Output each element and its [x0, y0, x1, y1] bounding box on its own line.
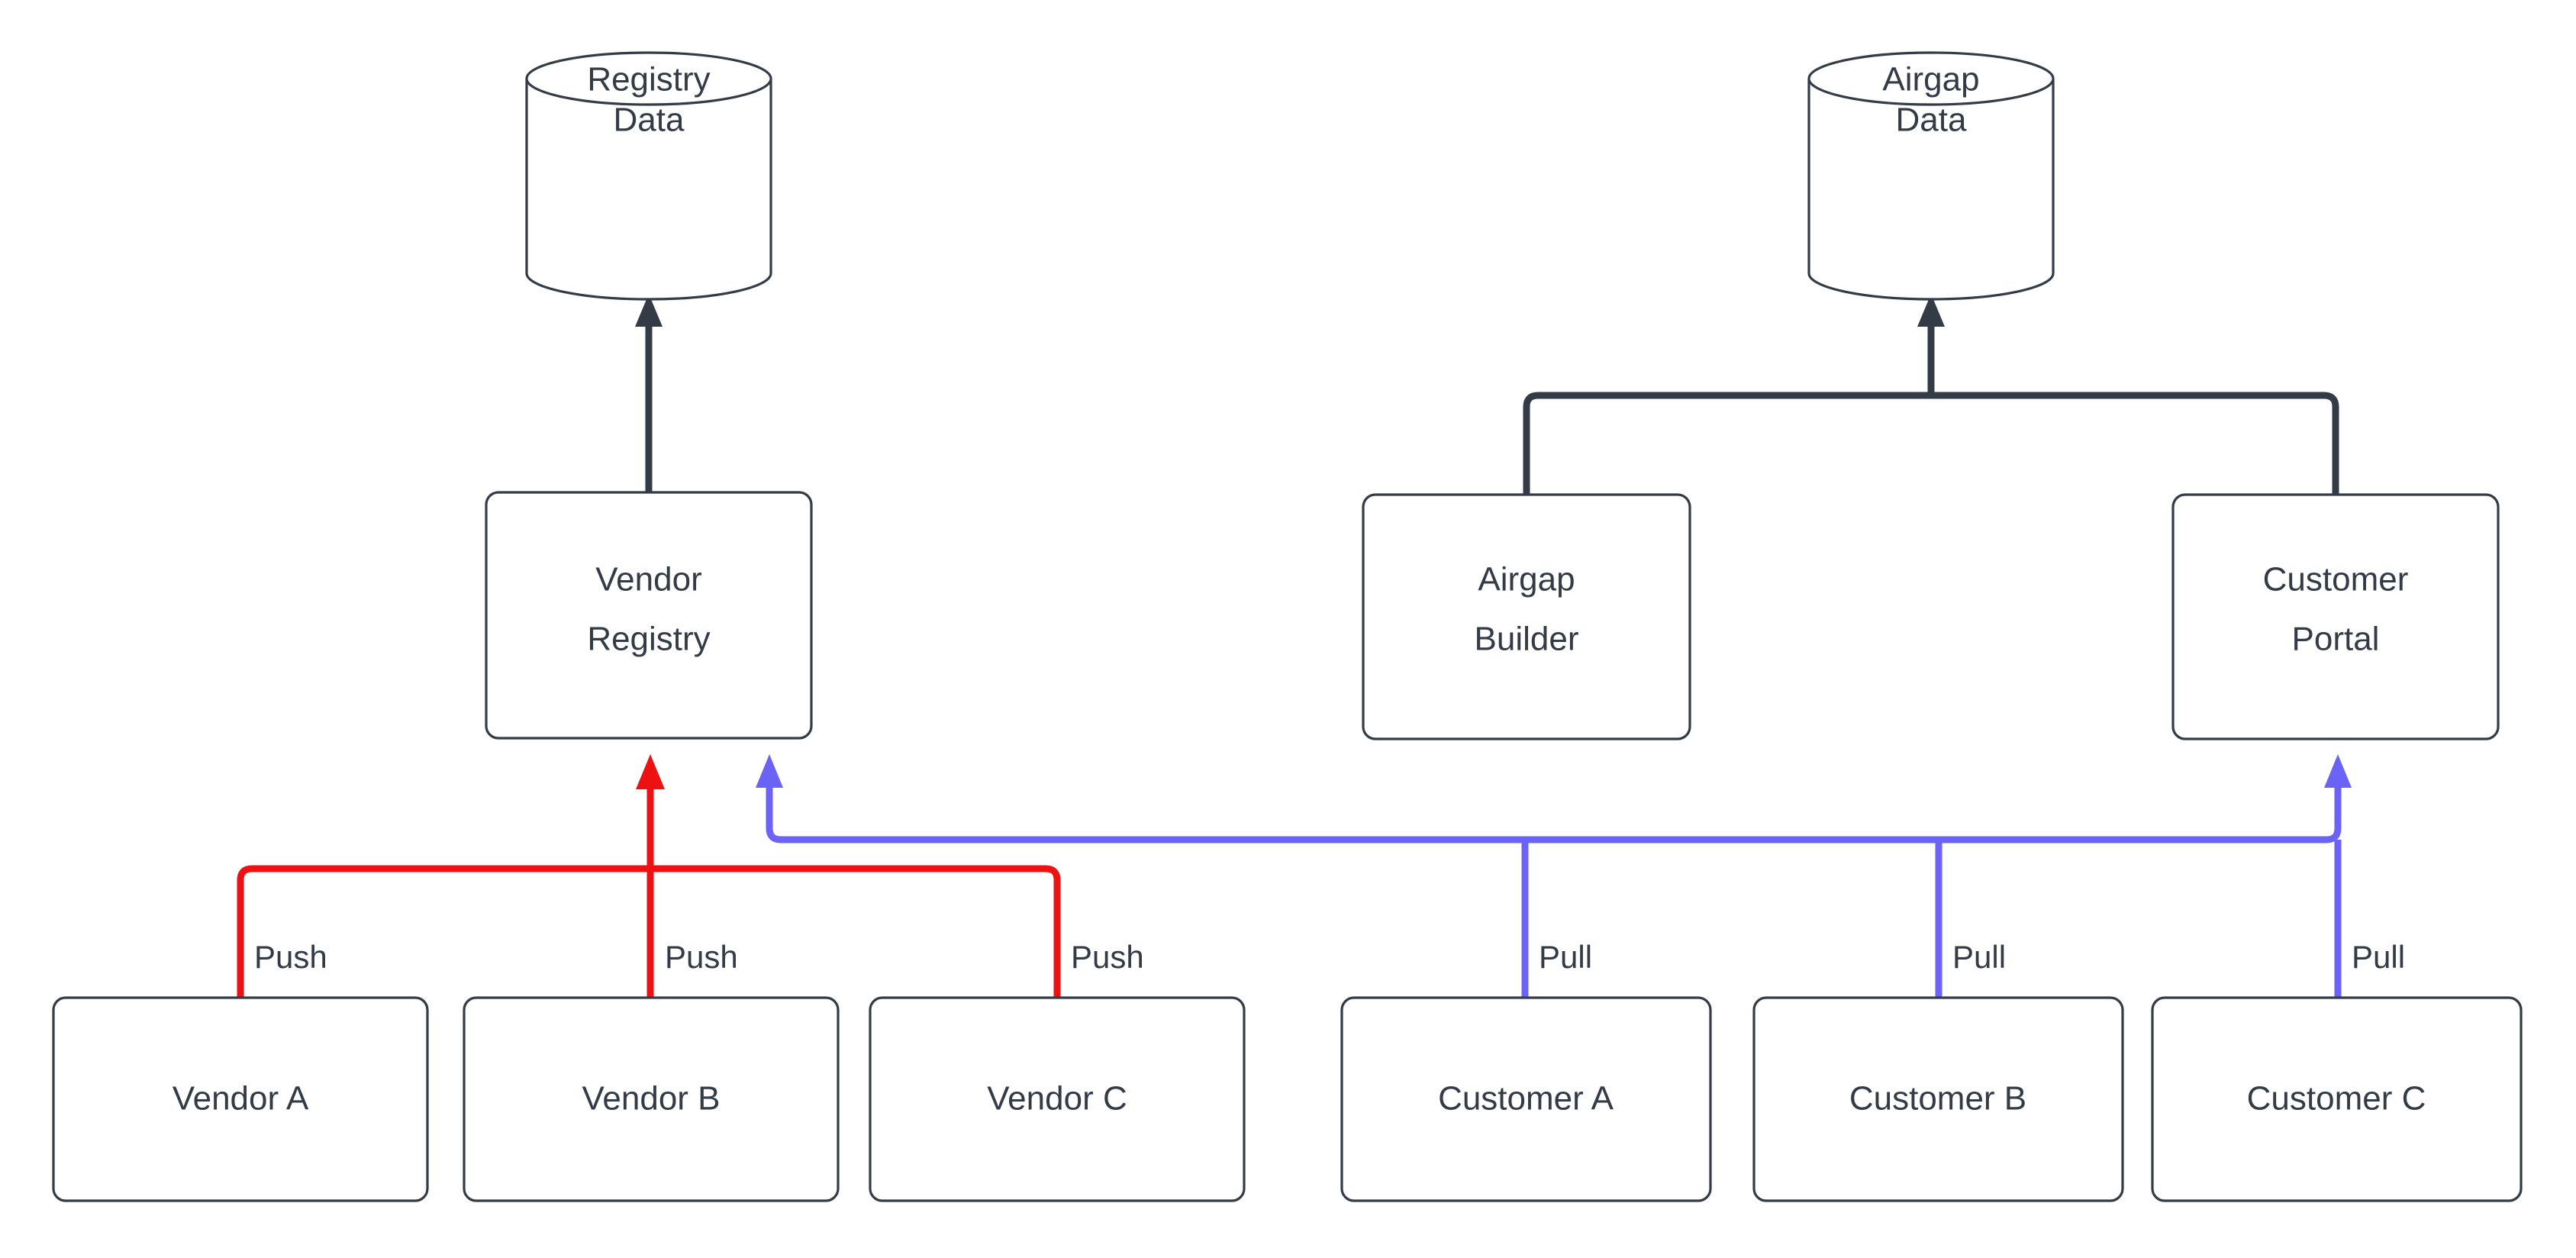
cylinder-body — [1807, 79, 2055, 301]
node-customer-b[interactable]: Customer B — [1752, 996, 2124, 1202]
edge-label-pull-customer-a: Pull — [1539, 939, 1592, 975]
node-customer-a[interactable]: Customer A — [1340, 996, 1712, 1202]
node-label-line1: Airgap — [1478, 561, 1575, 598]
node-rect — [869, 996, 1246, 1202]
node-vendor-c[interactable]: Vendor C — [869, 996, 1246, 1202]
arrowhead-up-icon — [2324, 754, 2352, 788]
cylinder-body — [525, 79, 772, 301]
node-rect — [2151, 996, 2523, 1202]
arrowhead-up-icon — [635, 294, 663, 327]
node-label: Vendor B — [582, 1080, 720, 1118]
node-vendor-a[interactable]: Vendor A — [52, 996, 429, 1202]
node-rect — [463, 996, 840, 1202]
edge-label-pull-customer-b: Pull — [1952, 939, 2006, 975]
node-label-line2: Builder — [1475, 621, 1579, 658]
node-label-line1: Airgap — [1882, 61, 1979, 98]
edge-label-push-vendor-a: Push — [254, 939, 327, 975]
edge-group-push-red — [237, 754, 1061, 998]
node-rect — [1752, 996, 2124, 1202]
node-rect — [1362, 493, 1691, 740]
edge-bracket — [1523, 392, 2339, 495]
node-label-line1: Customer — [2263, 561, 2409, 598]
node-label-line2: Data — [614, 102, 685, 139]
node-rect — [2171, 493, 2500, 740]
node-label: Vendor A — [172, 1080, 309, 1118]
edge-group-pull-blue — [756, 754, 2352, 998]
node-rect — [52, 996, 429, 1202]
arrowhead-up-icon — [756, 754, 783, 788]
node-label: Customer A — [1438, 1080, 1614, 1118]
node-rect — [485, 491, 813, 740]
node-vendor-registry[interactable]: Vendor Registry — [485, 491, 813, 740]
node-label-line2: Portal — [2292, 621, 2380, 658]
arrowhead-up-icon — [1917, 294, 1945, 327]
edge-label-push-vendor-b: Push — [665, 939, 738, 975]
cylinder-top-icon — [1807, 51, 2055, 106]
node-label-line2: Data — [1896, 102, 1967, 139]
node-label: Customer C — [2247, 1080, 2426, 1118]
edge-airgap-bracket-to-airgap-data — [1523, 294, 2339, 495]
node-rect — [1340, 996, 1712, 1202]
node-label: Customer B — [1849, 1080, 2026, 1118]
node-airgap-data[interactable]: Airgap Data — [1807, 51, 2055, 301]
arrowhead-up-icon — [636, 754, 665, 789]
node-customer-portal[interactable]: Customer Portal — [2171, 493, 2500, 740]
node-registry-data[interactable]: Registry Data — [525, 51, 772, 301]
node-label-line1: Vendor — [595, 561, 701, 598]
edge-label-push-vendor-c: Push — [1071, 939, 1144, 975]
cylinder-top-icon — [525, 51, 772, 106]
node-airgap-builder[interactable]: Airgap Builder — [1362, 493, 1691, 740]
node-customer-c[interactable]: Customer C — [2151, 996, 2523, 1202]
edge-label-pull-customer-c: Pull — [2352, 939, 2405, 975]
pull-bus — [766, 768, 2342, 844]
node-label-line2: Registry — [587, 621, 710, 658]
node-vendor-b[interactable]: Vendor B — [463, 996, 840, 1202]
node-label: Vendor C — [987, 1080, 1127, 1118]
node-label-line1: Registry — [587, 61, 710, 98]
edge-vendor-registry-to-registry-data — [635, 294, 663, 492]
